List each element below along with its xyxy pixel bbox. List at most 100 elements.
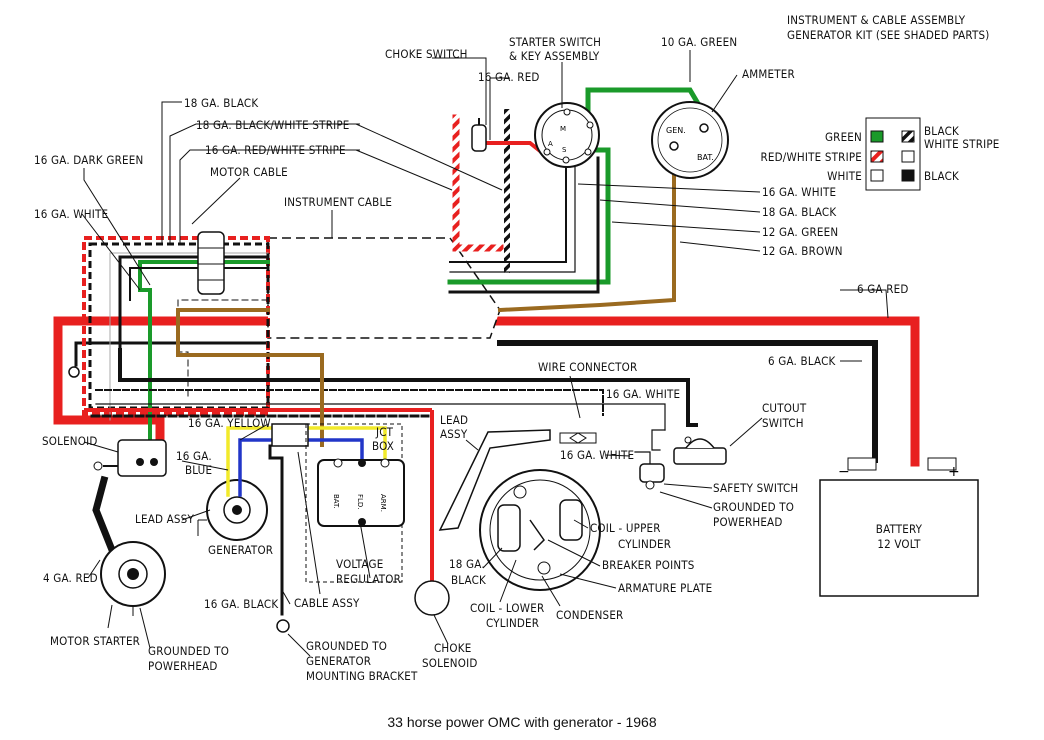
label-18ga-black-low-2: BLACK [451,573,486,587]
harness-wires [84,348,698,587]
black-6ga-wire [497,340,878,463]
label-grounded-ph-r1: GROUNDED TO [713,500,794,514]
label-solenoid: SOLENOID [42,434,98,448]
label-choke-solenoid-2: SOLENOID [422,656,478,670]
ammeter: GEN. BAT. [651,101,729,179]
label-16ga-white-low: 16 GA. WHITE [560,448,634,462]
legend-white-swatch [870,169,884,182]
instrument-cable [267,237,501,339]
label-wire-connector: WIRE CONNECTOR [538,360,637,374]
label-grounded-gen-3: MOUNTING BRACKET [306,669,418,683]
label-armature-plate: ARMATURE PLATE [618,581,712,595]
label-18ga-black: 18 GA. BLACK [184,96,258,110]
legend-green-label: GREEN [825,130,862,144]
label-condenser: CONDENSER [556,608,623,622]
safety-switch [634,451,665,490]
reg-bat-term: BAT. [332,494,340,509]
label-motor-cable: MOTOR CABLE [210,165,288,179]
black-4ga-cable [92,475,119,560]
timer-base [438,429,601,591]
label-starter-switch-2: & KEY ASSEMBLY [509,49,600,63]
condenser-upper [513,485,527,499]
legend-green-swatch [870,130,884,143]
color-legend: GREEN RED/WHITE STRIPE WHITE BLACK WHITE… [761,117,999,191]
label-coil-upper-1: COIL - UPPER [590,521,661,535]
label-12ga-brown: 12 GA. BROWN [762,244,843,258]
label-16ga-red-white: 16 GA. RED/WHITE STRIPE [205,143,346,157]
label-jct-2: BOX [372,439,394,453]
voltage-regulator: BAT. FLD. ARM. [317,458,405,527]
red-6ga-wire [493,316,920,467]
header-line1: INSTRUMENT & CABLE ASSEMBLY [787,13,966,27]
label-grounded-ph-l2: POWERHEAD [148,659,218,673]
label-cutout-1: CUTOUT [762,401,807,415]
label-coil-lower-2: CYLINDER [486,616,539,630]
label-16ga-black-low: 16 GA. BLACK [204,597,278,611]
label-safety-switch: SAFETY SWITCH [713,481,798,495]
label-ammeter: AMMETER [742,67,795,81]
label-16ga-blue-1: 16 GA. [176,449,212,463]
label-cable-assy: CABLE ASSY [294,596,360,610]
svg-text:S: S [562,146,567,154]
legend-red-white-label: RED/WHITE STRIPE [761,150,862,164]
generator [197,479,268,541]
label-choke-solenoid-1: CHOKE [434,641,471,655]
svg-text:A: A [548,140,553,148]
label-16ga-dark-green: 16 GA. DARK GREEN [34,153,143,167]
label-16ga-white-mid: 16 GA. WHITE [606,387,680,401]
legend-white-label: WHITE [827,169,862,183]
label-16ga-yellow: 16 GA. YELLOW [188,416,271,430]
label-voltage-reg-1: VOLTAGE [336,557,383,571]
label-lead-assy-left: LEAD ASSY [135,512,194,526]
header-line2: GENERATOR KIT (SEE SHADED PARTS) [787,28,990,42]
label-breaker-points: BREAKER POINTS [602,558,695,572]
label-6ga-black: 6 GA. BLACK [768,354,836,368]
battery-cables [53,316,920,467]
coil-lower [497,504,521,552]
label-battery-2: 12 VOLT [877,537,921,551]
cable-connector [271,423,309,447]
starter-key-switch: M A S [534,102,600,168]
battery: − + [819,457,979,597]
label-voltage-reg-2: REGULATOR [336,572,401,586]
label-grounded-gen-1: GROUNDED TO [306,639,387,653]
choke-switch [471,118,487,152]
black-ground-left [74,341,270,367]
label-6ga-red: 6 GA RED [857,282,909,296]
label-cutout-2: SWITCH [762,416,804,430]
label-18ga-black-r: 18 GA. BLACK [762,205,836,219]
motor-starter [100,541,166,616]
solenoid [93,439,167,477]
legend-black-swatch [901,169,915,182]
label-battery-1: BATTERY [876,522,923,536]
diagram-caption: 33 horse power OMC with generator - 1968 [387,714,656,730]
leader-lines [81,50,889,657]
label-coil-lower-1: COIL - LOWER [470,601,544,615]
legend-red-white-swatch [870,150,884,163]
coil-upper [559,499,583,541]
brown-12ga-wire [497,158,676,313]
label-grounded-ph-r2: POWERHEAD [713,515,783,529]
label-16ga-white-left: 16 GA. WHITE [34,207,108,221]
reg-fld-term: FLD. [356,494,364,510]
header: INSTRUMENT & CABLE ASSEMBLY GENERATOR KI… [787,13,990,42]
label-motor-starter: MOTOR STARTER [50,634,140,648]
reg-arm-term: ARM. [379,494,387,512]
label-grounded-ph-l1: GROUNDED TO [148,644,229,658]
battery-plus-sign: + [948,464,960,480]
label-lead-assy-2: ASSY [440,427,468,441]
legend-black-label: BLACK [924,169,959,183]
label-grounded-gen-2: GENERATOR [306,654,371,668]
label-16ga-white-r: 16 GA. WHITE [762,185,836,199]
label-generator: GENERATOR [208,543,273,557]
label-16ga-blue-2: BLUE [185,463,212,477]
labels: CHOKE SWITCH STARTER SWITCH & KEY ASSEMB… [34,35,923,683]
ammeter-bat-label: BAT. [697,153,714,162]
label-lead-assy-1: LEAD [440,413,468,427]
cutout-switch [651,429,727,465]
label-18ga-black-white: 18 GA. BLACK/WHITE STRIPE [196,118,350,132]
label-12ga-green: 12 GA. GREEN [762,225,838,239]
label-instrument-cable: INSTRUMENT CABLE [284,195,392,209]
black-16ga-ground [268,444,284,616]
